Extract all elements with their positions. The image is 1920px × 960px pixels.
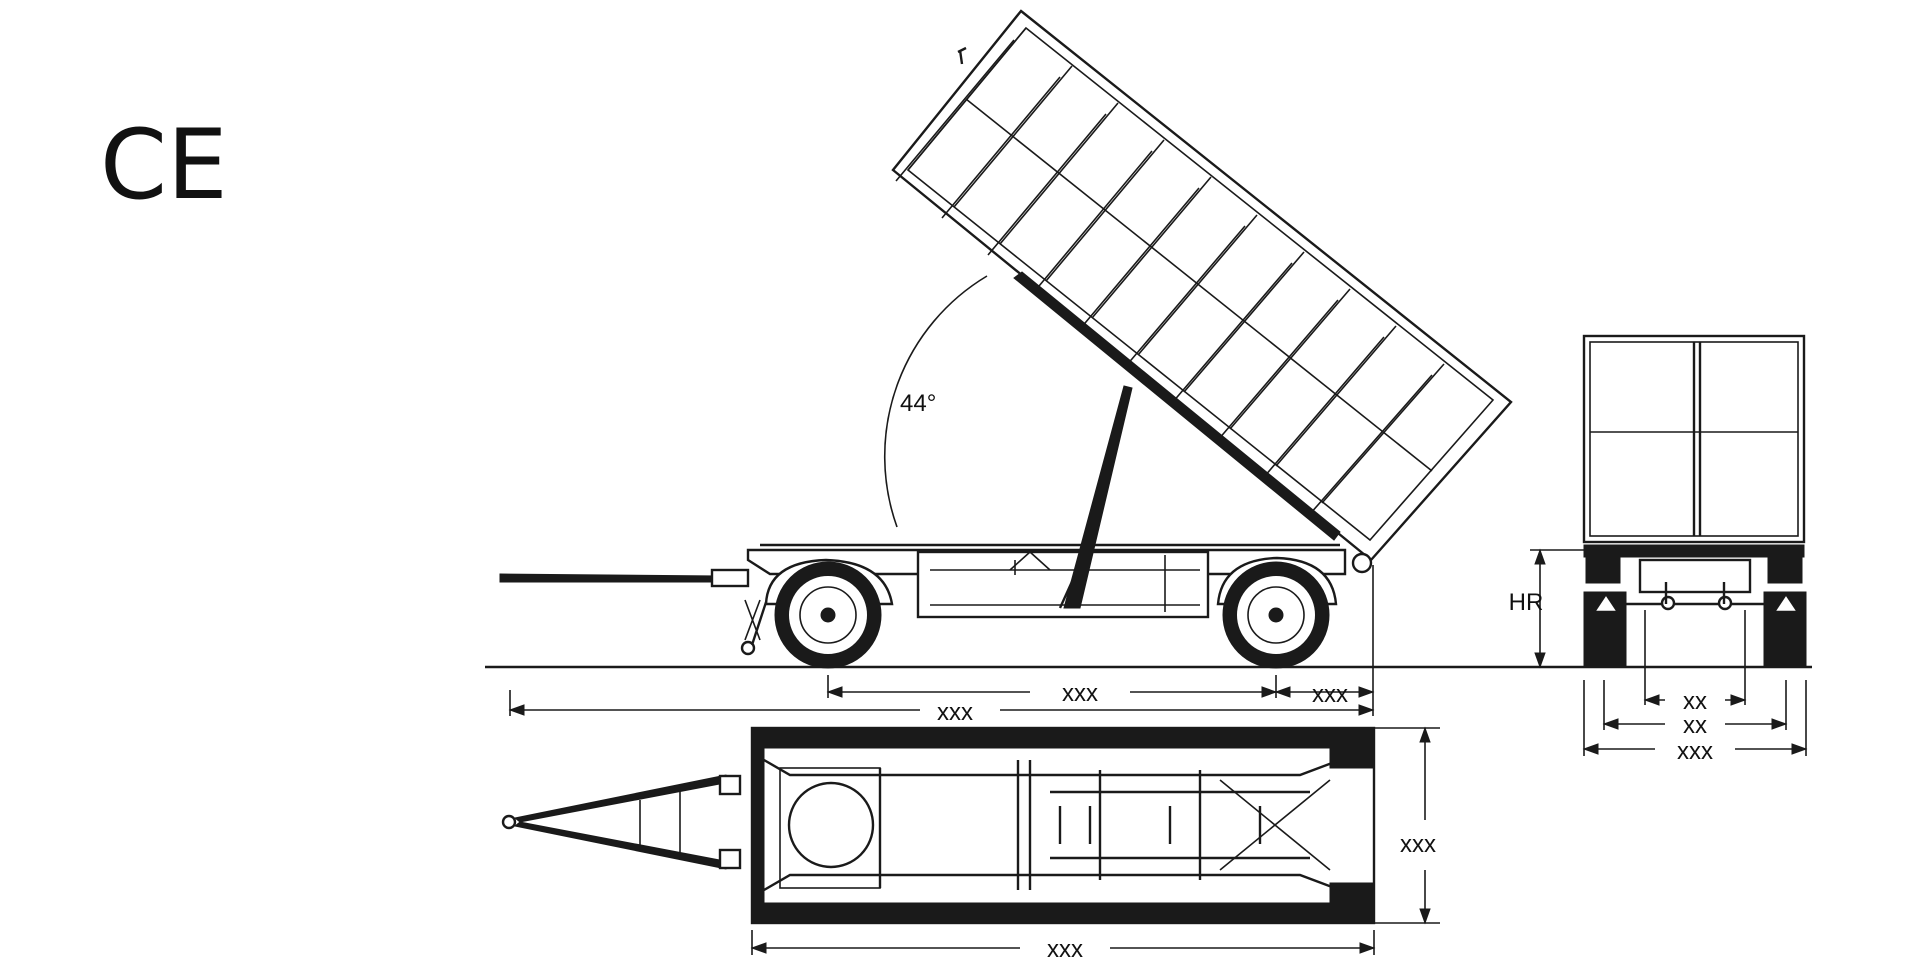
side-front-wheel: [764, 558, 894, 669]
overall-width-dimension: xxx: [1582, 738, 1808, 765]
track-outer-label: xx: [1683, 712, 1707, 739]
platform-height-dimension: HR: [1509, 548, 1584, 669]
rear-view: HR xx xx xxx: [1509, 334, 1808, 765]
wheelbase-dimension: xxx: [826, 680, 1278, 707]
top-frame: [750, 726, 1376, 925]
rear-chassis: [1583, 544, 1807, 667]
side-hydraulic-ram: [1058, 385, 1133, 609]
rear-body: [1582, 334, 1806, 544]
tilt-angle-arc: [883, 275, 988, 528]
side-view: 44° xxx xxx xxx: [485, 9, 1812, 726]
top-view: xxx xxx: [501, 726, 1440, 960]
frame-length-dimension: xxx: [750, 936, 1376, 960]
overall-width-label: xxx: [1677, 738, 1713, 765]
side-tipper-body: [891, 9, 1513, 574]
frame-width-label: xxx: [1400, 831, 1436, 858]
side-rear-wheel: [1216, 556, 1338, 669]
side-drawbar: [499, 568, 772, 656]
platform-height-label: HR: [1509, 589, 1544, 616]
frame-length-label: xxx: [1047, 936, 1083, 960]
rear-overhang-dimension: xxx: [1274, 681, 1375, 708]
top-drawbar: [501, 774, 742, 870]
track-inner-dimension: xx: [1643, 688, 1747, 715]
track-outer-dimension: xx: [1602, 712, 1788, 739]
rear-overhang-label: xxx: [1312, 681, 1348, 708]
ce-mark: CE: [100, 109, 228, 221]
side-chassis: [746, 543, 1347, 619]
frame-width-dimension: xxx: [1400, 726, 1436, 925]
overall-length-label: xxx: [937, 699, 973, 726]
overall-length-dimension: xxx: [508, 699, 1375, 726]
wheelbase-label: xxx: [1062, 680, 1098, 707]
track-inner-label: xx: [1683, 688, 1707, 715]
tilt-angle-label: 44°: [900, 390, 936, 417]
